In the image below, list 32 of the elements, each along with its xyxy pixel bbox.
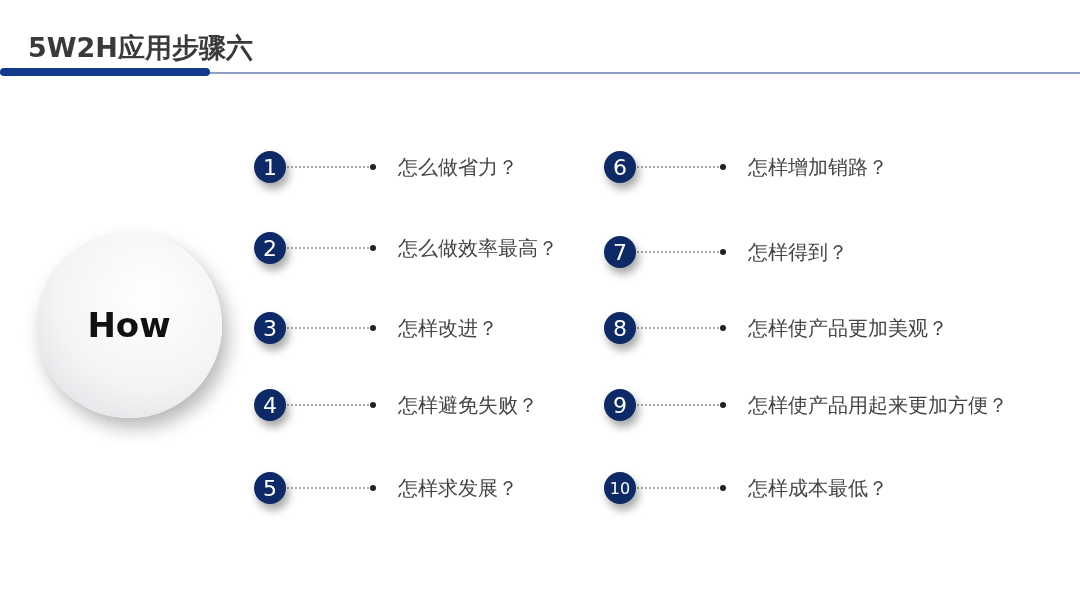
dotted-connector bbox=[636, 485, 727, 491]
number-circle: 9 bbox=[604, 389, 636, 421]
number-circle: 6 bbox=[604, 151, 636, 183]
page-title: 5W2H应用步骤六 bbox=[28, 31, 253, 65]
dotted-connector bbox=[636, 249, 727, 255]
dotted-connector bbox=[286, 325, 377, 331]
dotted-connector bbox=[636, 402, 727, 408]
question-text: 怎么做省力？ bbox=[376, 153, 518, 181]
number-circle: 4 bbox=[254, 389, 286, 421]
question-text: 怎样得到？ bbox=[726, 238, 848, 266]
number-circle: 8 bbox=[604, 312, 636, 344]
dotted-connector bbox=[636, 164, 727, 170]
dotted-connector bbox=[286, 245, 377, 251]
how-circle: How bbox=[36, 232, 222, 418]
question-text: 怎么做效率最高？ bbox=[376, 234, 558, 262]
number-circle: 5 bbox=[254, 472, 286, 504]
number-circle: 7 bbox=[604, 236, 636, 268]
question-text: 怎样增加销路？ bbox=[726, 153, 888, 181]
question-text: 怎样求发展？ bbox=[376, 474, 518, 502]
number-circle: 2 bbox=[254, 232, 286, 264]
question-text: 怎样避免失败？ bbox=[376, 391, 538, 419]
dotted-connector bbox=[636, 325, 727, 331]
dotted-connector bbox=[286, 402, 377, 408]
question-text: 怎样成本最低？ bbox=[726, 474, 888, 502]
number-circle: 1 bbox=[254, 151, 286, 183]
question-text: 怎样改进？ bbox=[376, 314, 498, 342]
number-circle: 3 bbox=[254, 312, 286, 344]
question-text: 怎样使产品更加美观？ bbox=[726, 314, 948, 342]
dotted-connector bbox=[286, 485, 377, 491]
question-text: 怎样使产品用起来更加方便？ bbox=[726, 391, 1008, 419]
number-circle: 10 bbox=[604, 472, 636, 504]
dotted-connector bbox=[286, 164, 377, 170]
